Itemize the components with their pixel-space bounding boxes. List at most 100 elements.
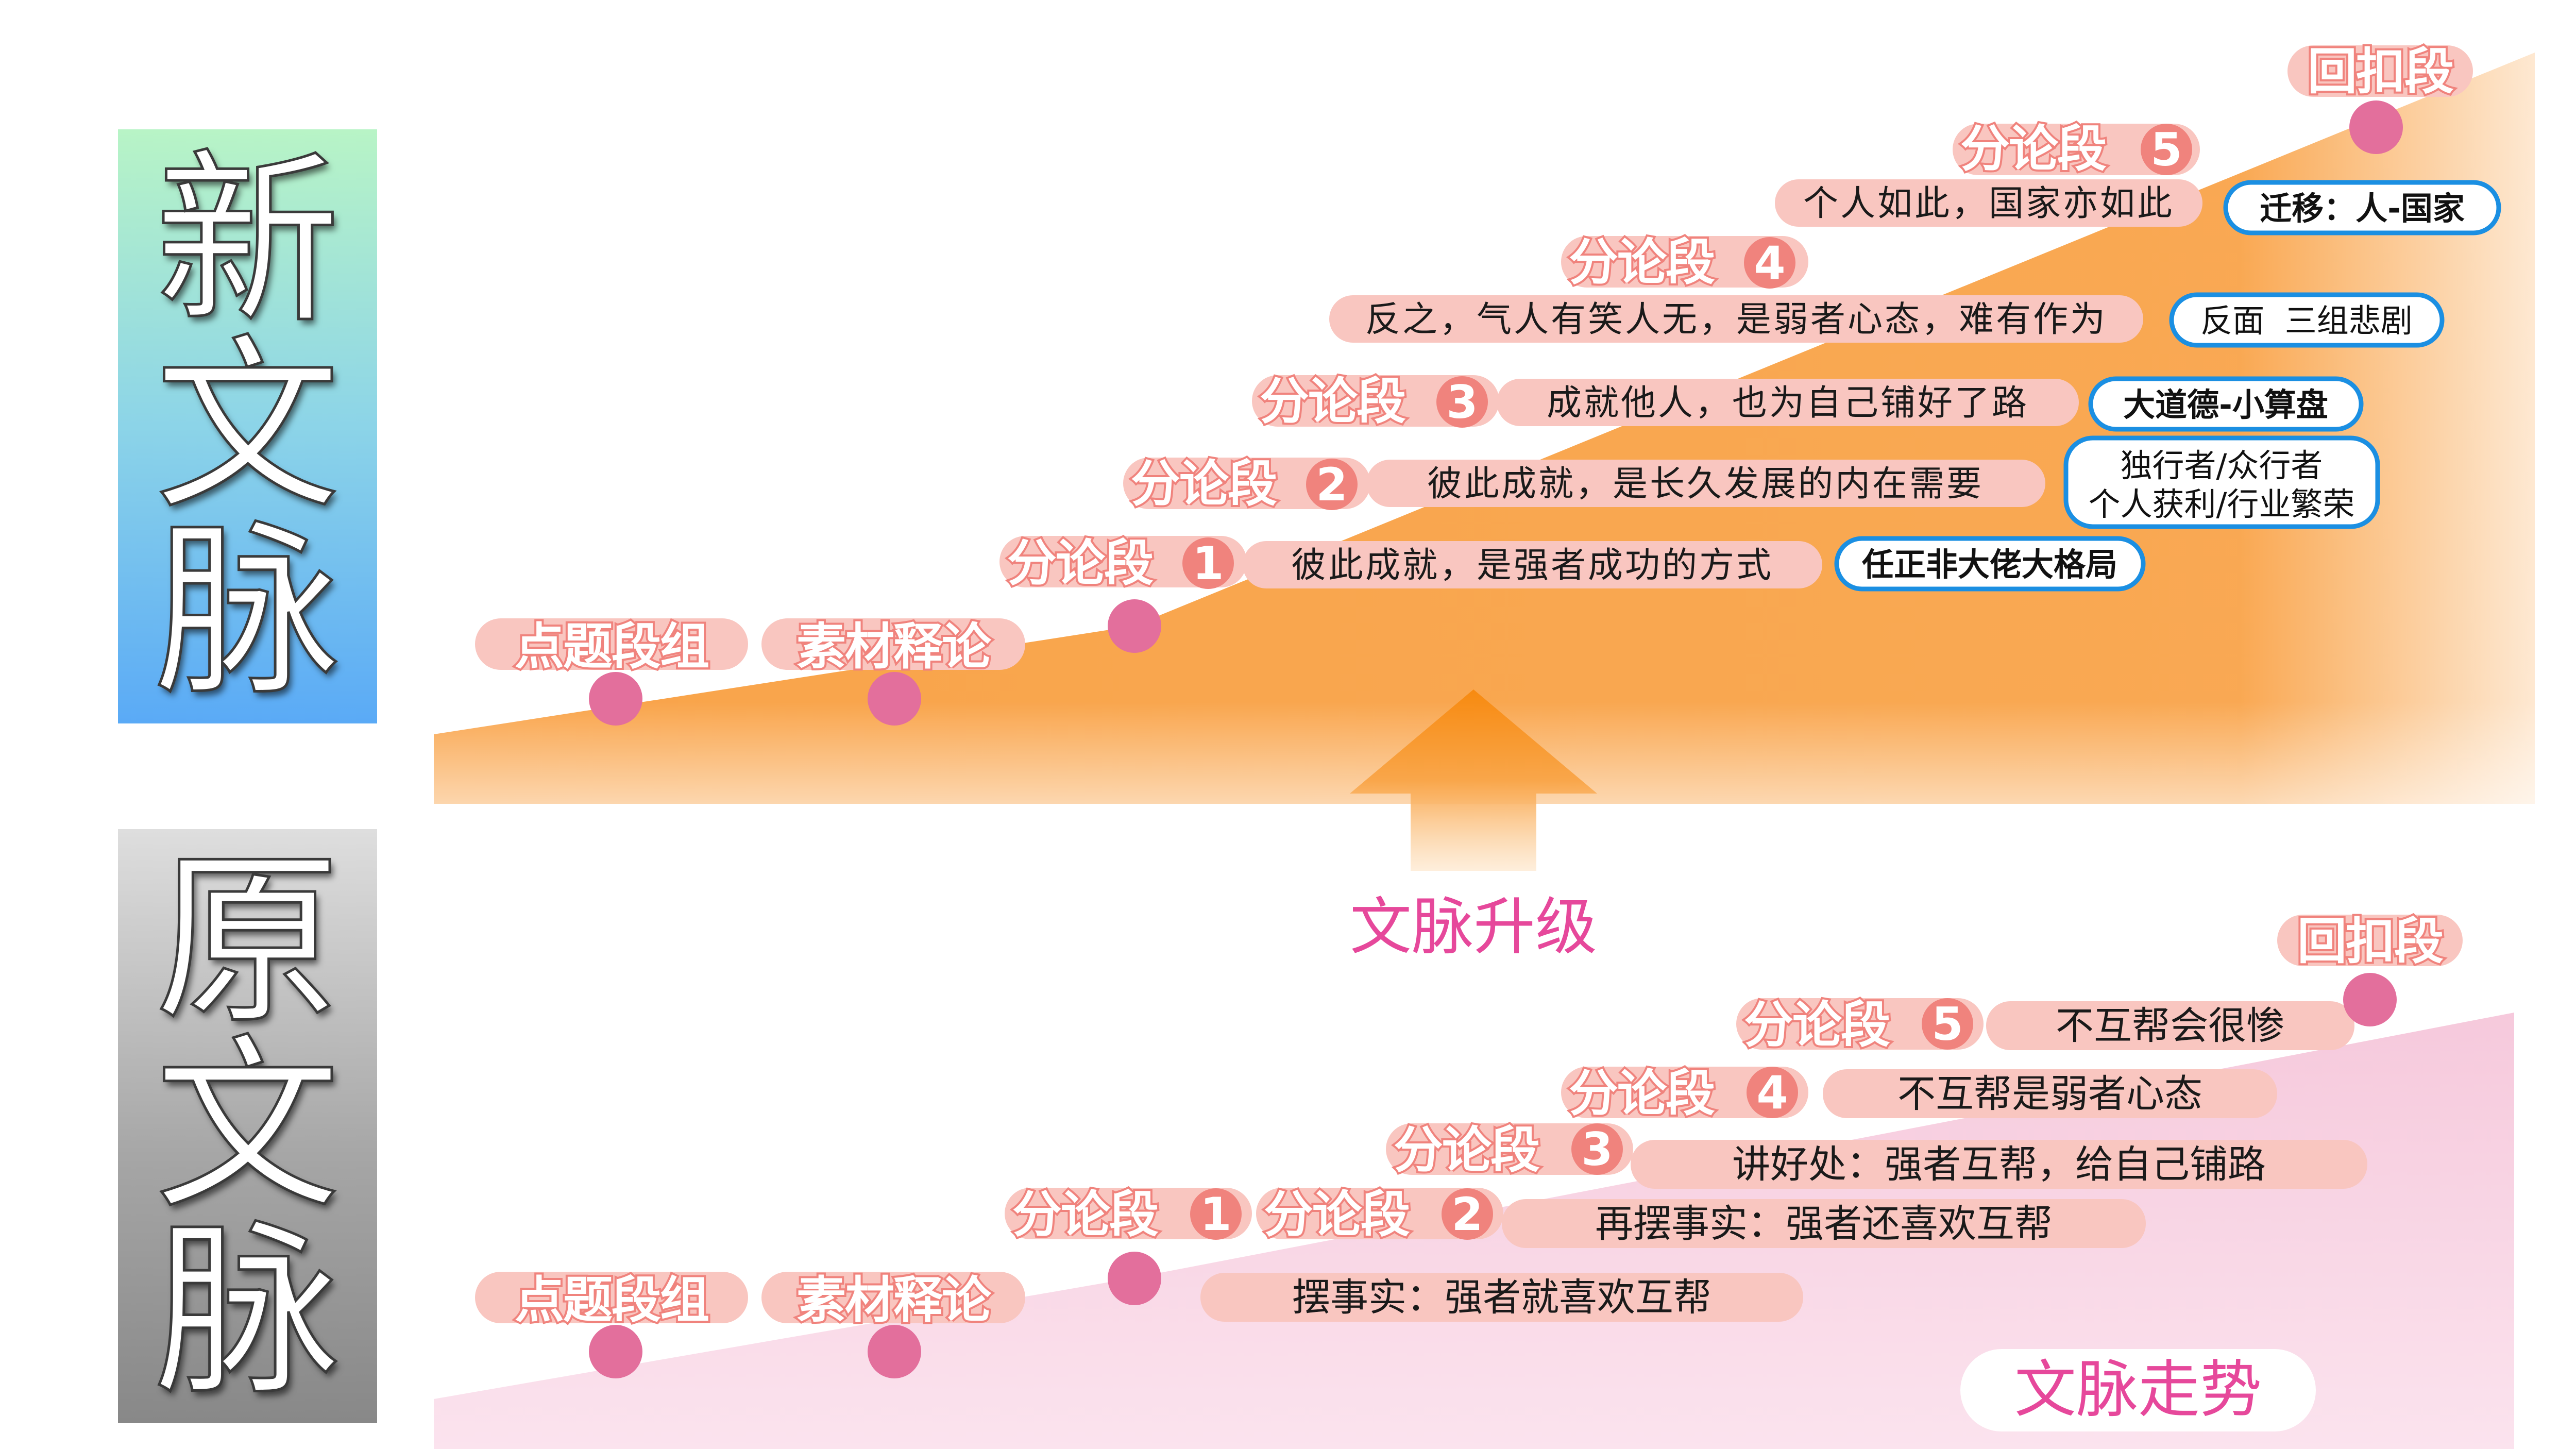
new-sec1-num-circle <box>1182 537 1234 589</box>
new-start-label: 素材释论 <box>796 618 992 676</box>
old-start-pill-bg <box>761 1272 1025 1323</box>
old-sec5-label: 分论段 <box>1744 996 1890 1054</box>
new-sec1-box <box>1834 536 2146 592</box>
old-end-label-bg <box>2277 915 2463 966</box>
new-dot <box>589 672 642 726</box>
new-sec2-label: 分论段 <box>1131 455 1277 513</box>
new-sec2-num-circle <box>1306 459 1358 510</box>
old-sec2-label-bg <box>1256 1188 1503 1239</box>
new-dot <box>868 672 921 726</box>
new-sec1-text-pill <box>1243 541 1822 588</box>
new-sec5-num: 5 <box>2150 123 2182 176</box>
new-dot <box>1108 599 1161 653</box>
new-sec2-box-text: 个人获利/行业繁荣 <box>2089 485 2355 523</box>
new-start-pill-bg <box>475 618 748 670</box>
old-sec3-num: 3 <box>1581 1123 1613 1176</box>
old-sec1-num-circle <box>1190 1188 1242 1240</box>
new-sec3-label: 分论段 <box>1260 373 1406 430</box>
new-sec4-box-text: 反面 三组悲剧 <box>2200 302 2412 340</box>
new-sec3-text: 成就他人，也为自己铺好了路 <box>1547 383 2029 424</box>
old-sec4-text: 不互帮是弱者心态 <box>1897 1072 2202 1116</box>
old-sec5-text: 不互帮会很惨 <box>2056 1004 2284 1048</box>
old-section-label: 原 文 脉 <box>118 829 377 1423</box>
old-end-label: 回扣段 <box>2297 913 2444 970</box>
old-sec5-text-pill <box>1986 1001 2354 1050</box>
old-dot <box>1108 1252 1161 1305</box>
upgrade-label: 文脉升级 <box>1350 891 1597 963</box>
old-sec3-text: 讲好处：强者互帮，给自己铺路 <box>1732 1142 2266 1187</box>
old-sec2-num: 2 <box>1451 1188 1483 1241</box>
old-sec2-text: 再摆事实：强者还喜欢互帮 <box>1595 1202 2053 1246</box>
new-sec5-text-pill <box>1775 179 2202 227</box>
new-sec2-box-text: 独行者/众行者 <box>2121 447 2323 484</box>
new-sec2-text: 彼此成就，是长久发展的内在需要 <box>1427 464 1984 504</box>
new-sec2-num: 2 <box>1316 458 1347 511</box>
new-end-label: 回扣段 <box>2308 43 2454 100</box>
new-label-char: 脉 <box>154 503 342 720</box>
new-sec5-num-circle <box>2141 124 2192 175</box>
old-start-label: 点题段组 <box>515 1271 708 1329</box>
new-sec5-text: 个人如此，国家亦如此 <box>1803 183 2174 224</box>
new-sec1-label: 分论段 <box>1007 534 1154 592</box>
new-sec4-label-bg <box>1561 236 1808 288</box>
new-sec2-box <box>2063 435 2380 529</box>
new-sec3-label-bg <box>1252 375 1499 427</box>
old-sec5-label-bg <box>1736 998 1984 1050</box>
old-label-char: 脉 <box>154 1203 342 1420</box>
new-sec3-num: 3 <box>1446 376 1478 429</box>
new-sec3-box-text: 大道德-小算盘 <box>2123 386 2328 424</box>
old-sec1-text-pill <box>1200 1273 1803 1322</box>
old-label-char: 文 <box>154 1018 342 1234</box>
new-end-label-bg <box>2287 45 2473 97</box>
old-start-pill-bg <box>475 1272 748 1323</box>
new-sec4-box <box>2169 292 2445 348</box>
old-sec1-text: 摆事实：强者就喜欢互帮 <box>1292 1275 1711 1320</box>
old-sec2-text-pill <box>1502 1199 2146 1248</box>
old-sec3-num-circle <box>1571 1123 1623 1175</box>
old-end-dot <box>2343 973 2397 1026</box>
new-sec4-text-pill <box>1329 295 2143 343</box>
new-sec5-label: 分论段 <box>1960 120 2107 178</box>
old-label-char: 原 <box>154 832 342 1049</box>
old-sec3-label: 分论段 <box>1394 1121 1540 1179</box>
new-sec5-box-text: 迁移：人-国家 <box>2260 190 2465 227</box>
new-sec5-label-bg <box>1953 124 2200 175</box>
new-sec2-text-pill <box>1366 460 2045 507</box>
new-end-dot <box>2349 100 2403 154</box>
old-sec4-num: 4 <box>1756 1066 1788 1119</box>
new-sec2-label-bg <box>1123 458 1370 509</box>
old-sec5-num: 5 <box>1931 998 1963 1051</box>
new-sec3-box <box>2088 376 2364 432</box>
new-sec3-text-pill <box>1497 379 2079 426</box>
new-sec1-text: 彼此成就，是强者成功的方式 <box>1291 545 1773 586</box>
old-sec2-num-circle <box>1442 1188 1493 1240</box>
old-sec1-label-bg <box>1005 1188 1252 1239</box>
old-sec1-num: 1 <box>1200 1188 1231 1241</box>
new-sec4-text: 反之，气人有笑人无，是弱者心态，难有作为 <box>1365 299 2107 340</box>
old-sec4-label: 分论段 <box>1569 1065 1715 1122</box>
new-sec1-num: 1 <box>1192 537 1224 590</box>
new-sec5-box <box>2223 180 2501 235</box>
old-sec4-text-pill <box>1823 1069 2277 1118</box>
trend-label: 文脉走势 <box>2014 1354 2262 1426</box>
new-sec4-num: 4 <box>1754 237 1785 290</box>
new-section-label: 新 文 脉 <box>118 129 377 723</box>
new-label-char: 文 <box>154 318 342 534</box>
trend-label-bg <box>1960 1349 2316 1431</box>
old-sec5-num-circle <box>1922 998 1973 1050</box>
new-sec4-label: 分论段 <box>1569 233 1715 291</box>
new-start-pill-bg <box>761 618 1025 670</box>
old-sec4-num-circle <box>1747 1067 1798 1118</box>
old-sec1-label: 分论段 <box>1012 1186 1159 1243</box>
old-sec4-label-bg <box>1561 1067 1808 1118</box>
new-sec1-box-text: 任正非大佬大格局 <box>1862 546 2117 583</box>
new-label-char: 新 <box>154 132 342 349</box>
old-dot <box>589 1325 642 1378</box>
old-start-label: 素材释论 <box>796 1271 992 1329</box>
old-sec3-text-pill <box>1631 1140 2367 1189</box>
old-sec3-label-bg <box>1386 1123 1633 1175</box>
new-sec1-label-bg <box>999 536 1247 587</box>
new-sec3-num-circle <box>1436 376 1488 428</box>
old-dot <box>868 1325 921 1378</box>
